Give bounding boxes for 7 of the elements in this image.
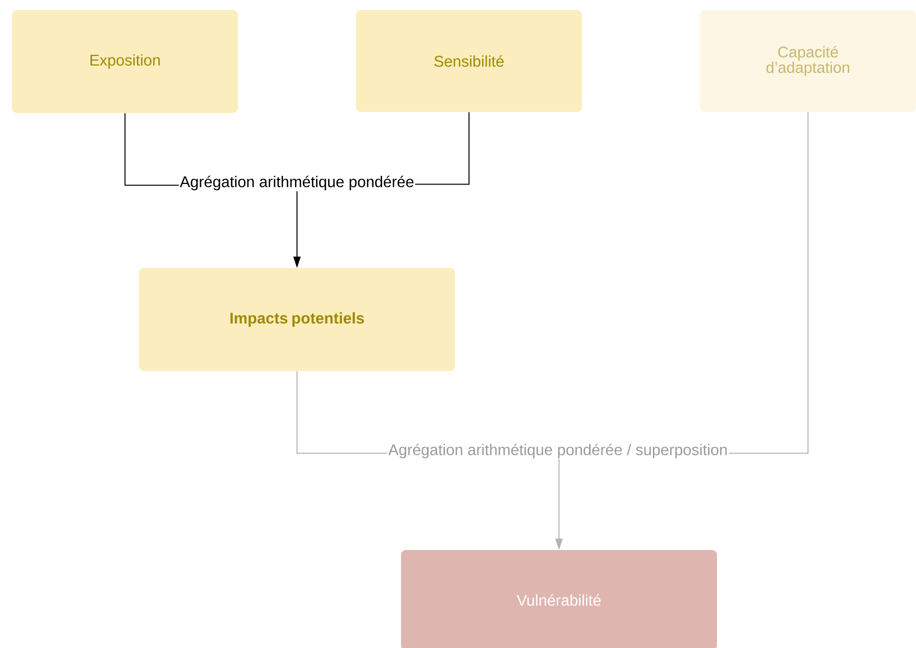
edge-label: Agrégation arithmétique pondérée / superposition — [387, 442, 729, 460]
edge-label: Agrégation arithmétique pondérée — [178, 174, 416, 192]
node-box: Exposition — [12, 10, 238, 113]
node-box: Sensibilité — [356, 10, 582, 112]
node-box: Vulnérabilité — [401, 550, 717, 648]
node-box: Capacité d’adaptation — [700, 10, 916, 112]
node-box: Impacts potentiels — [139, 268, 455, 371]
